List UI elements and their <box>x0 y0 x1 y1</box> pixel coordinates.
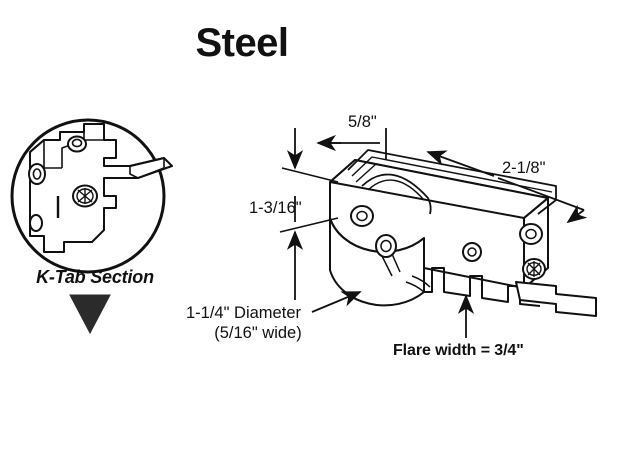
wheel-cut-slot <box>361 173 432 215</box>
detail-inset-circle <box>10 118 173 274</box>
dimension-overall-length: 2-1/8" <box>502 159 546 177</box>
dim-length-ext-right <box>566 204 588 224</box>
dimension-width-top: 5/8" <box>348 113 377 131</box>
dimension-lines <box>279 128 588 338</box>
inset-hole-lower <box>29 214 43 232</box>
dim-height-ext-top <box>281 167 339 183</box>
dimension-wheel-diameter: 1-1/4" Diameter <box>186 304 301 322</box>
inset-hole-upper <box>67 135 87 153</box>
housing-hole-right <box>519 223 543 245</box>
dimension-height-left: 1-3/16" <box>249 199 302 217</box>
housing-hole-upper-left <box>350 205 374 227</box>
housing-hole-mid <box>462 242 482 262</box>
detail-inset-caption: K-Tab Section <box>36 267 154 287</box>
page-title: Steel <box>195 21 289 65</box>
detail-pointer-triangle <box>69 294 111 335</box>
housing-hole-axle <box>375 234 401 277</box>
diameter-leader-arrow <box>311 291 362 313</box>
dimension-wheel-width: (5/16" wide) <box>214 324 302 342</box>
inset-hole-left <box>28 163 46 185</box>
housing-top-ridge <box>347 149 557 215</box>
dim-length-arrow <box>426 150 495 177</box>
dim-length-leader <box>497 177 585 211</box>
dimension-flare-width: Flare width = 3/4" <box>393 342 524 359</box>
dim-height-ext-bottom <box>279 217 339 233</box>
roller-assembly <box>329 149 597 317</box>
ktab-bracket-section <box>29 123 173 253</box>
assembly-screw-head <box>522 258 546 280</box>
inset-screw-head <box>72 184 98 208</box>
